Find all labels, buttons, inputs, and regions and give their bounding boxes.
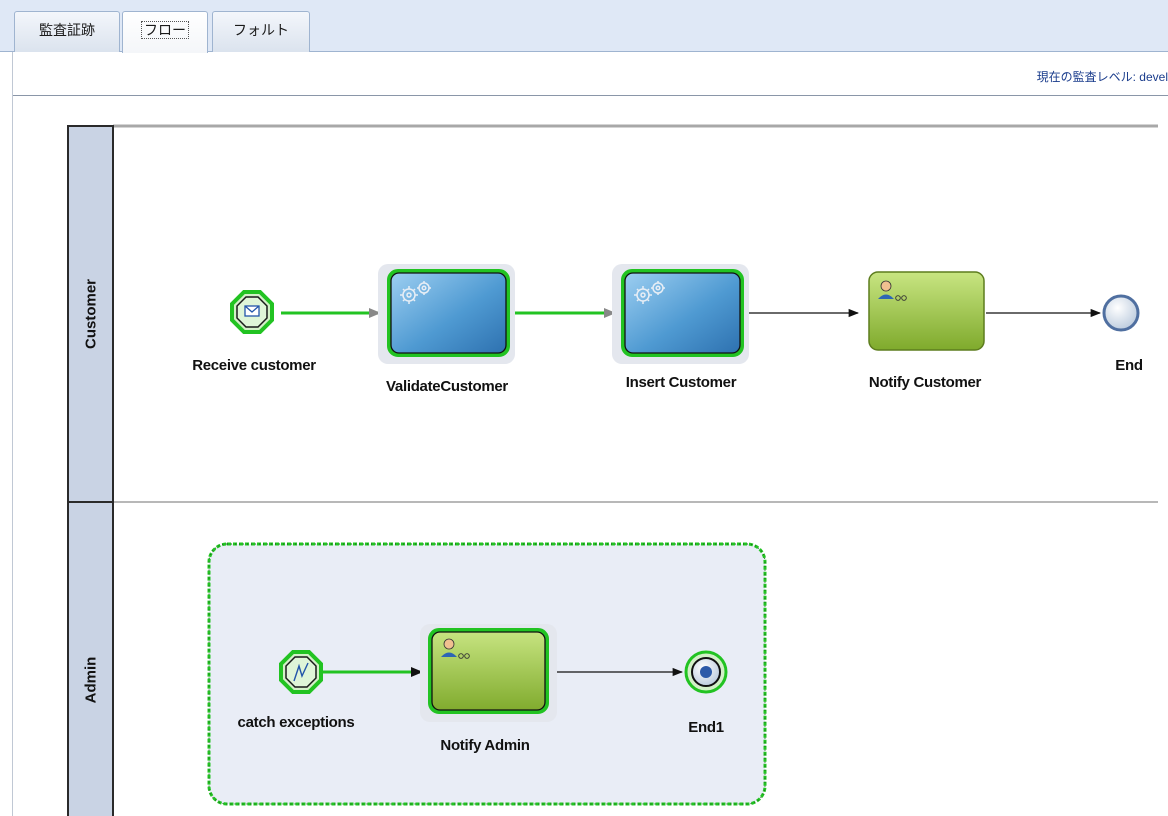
notify-customer-task[interactable]: [868, 271, 985, 351]
notify-customer-label: Notify Customer: [868, 374, 982, 391]
gears-icon: [400, 281, 431, 304]
left-frame-border: [0, 52, 13, 816]
end1-event[interactable]: [684, 650, 728, 694]
tab-fault[interactable]: フォルト: [212, 11, 310, 52]
tab-flow[interactable]: フロー: [122, 11, 208, 53]
lane-header-customer: [67, 125, 114, 503]
tab-audit-trail[interactable]: 監査証跡: [14, 11, 120, 52]
tab-audit-trail-label: 監査証跡: [39, 22, 95, 38]
end1-label: End1: [688, 719, 724, 736]
receive-customer-event[interactable]: [230, 290, 274, 334]
lightning-icon: [293, 662, 309, 682]
lane-label-admin: Admin: [82, 656, 100, 704]
catch-exceptions-label: catch exceptions: [237, 714, 355, 731]
sequence-flows-customer: [281, 308, 1102, 318]
validate-customer-task[interactable]: [378, 264, 515, 364]
tab-fault-label: フォルト: [233, 22, 289, 38]
sequence-flows-admin: [322, 667, 684, 677]
user-icon: [441, 638, 470, 659]
end-event[interactable]: [1102, 294, 1140, 332]
end-label: End: [1115, 357, 1143, 374]
tab-bar-divider: [0, 51, 1168, 52]
audit-level-text: 現在の監査レベル: devel: [1036, 70, 1168, 84]
lane-header-admin: [67, 501, 114, 816]
tab-flow-label: フロー: [141, 21, 189, 39]
gears-icon: [634, 281, 665, 304]
audit-level-bar: 現在の監査レベル: devel: [13, 52, 1168, 96]
notify-admin-task[interactable]: [420, 624, 557, 722]
catch-exceptions-event[interactable]: [279, 650, 323, 694]
lane-label-customer: Customer: [82, 278, 100, 350]
notify-admin-label: Notify Admin: [440, 737, 530, 754]
insert-customer-task[interactable]: [612, 264, 749, 364]
user-icon: [878, 280, 907, 301]
insert-customer-label: Insert Customer: [625, 374, 737, 391]
validate-customer-label: ValidateCustomer: [386, 378, 508, 395]
swimlane-pool: [67, 124, 1158, 816]
envelope-icon: [244, 305, 260, 317]
receive-customer-label: Receive customer: [192, 357, 316, 374]
